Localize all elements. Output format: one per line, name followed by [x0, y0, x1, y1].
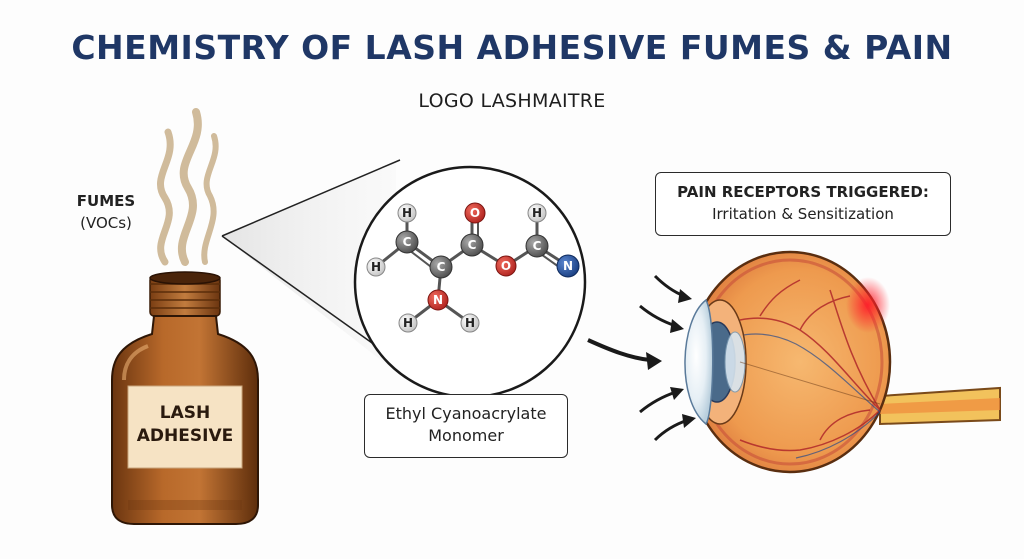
atom-c2 [429, 255, 453, 279]
pain-hotspot [846, 277, 890, 333]
atom-c-nitrile [525, 234, 549, 258]
atom-c-carbonyl [460, 233, 484, 257]
fumes-label-main: FUMES [76, 192, 136, 210]
svg-text:H: H [371, 260, 381, 274]
beam-edge-top [221, 159, 401, 237]
svg-text:H: H [403, 316, 413, 330]
atom-n-amine [427, 289, 449, 311]
svg-text:O: O [501, 259, 511, 273]
svg-text:N: N [563, 259, 573, 273]
page-title: CHEMISTRY OF LASH ADHESIVE FUMES & PAIN [71, 28, 953, 67]
molecule-atoms: H H C C O C O H C N N H H [366, 202, 580, 333]
svg-text:C: C [437, 260, 446, 274]
atom-h-n2 [460, 313, 480, 333]
atom-o-top [464, 202, 486, 224]
molecule-magnifier [353, 165, 587, 399]
fumes-label: FUMES (VOCs) [56, 190, 156, 234]
bottle-label-line2: ADHESIVE [136, 426, 234, 446]
svg-text:N: N [433, 293, 443, 307]
logo-text: LOGO LASHMAITRE [418, 90, 606, 112]
molecule-name-line1: Ethyl Cyanoacrylate [385, 404, 547, 423]
atom-h1 [397, 203, 417, 223]
atom-h-n1 [398, 313, 418, 333]
pain-box-heading: PAIN RECEPTORS TRIGGERED: [677, 183, 929, 201]
svg-text:H: H [465, 316, 475, 330]
eye-anatomy [684, 250, 1001, 474]
svg-text:H: H [402, 206, 412, 220]
atom-h-top [527, 203, 547, 223]
svg-text:O: O [470, 206, 480, 220]
svg-text:C: C [403, 235, 412, 249]
pain-receptors-box: PAIN RECEPTORS TRIGGERED: Irritation & S… [655, 172, 951, 236]
bottle-label-line1: LASH [159, 403, 211, 423]
svg-text:C: C [468, 238, 477, 252]
exposure-arrows [587, 274, 696, 442]
atom-h2 [366, 257, 386, 277]
molecule-name-line2: Monomer [428, 426, 504, 445]
molecule-name-box: Ethyl Cyanoacrylate Monomer [364, 394, 568, 458]
bottle-label: LASH ADHESIVE [130, 402, 240, 448]
svg-text:H: H [532, 206, 542, 220]
adhesive-bottle [111, 271, 259, 525]
fumes-label-sub: (VOCs) [80, 214, 132, 232]
atom-o-ester [495, 255, 517, 277]
magnify-beam [222, 162, 396, 372]
atom-n-nitrile [556, 254, 580, 278]
svg-text:C: C [533, 239, 542, 253]
atom-c1 [395, 230, 419, 254]
pain-box-subtext: Irritation & Sensitization [712, 205, 894, 223]
fumes-icon [157, 108, 219, 266]
